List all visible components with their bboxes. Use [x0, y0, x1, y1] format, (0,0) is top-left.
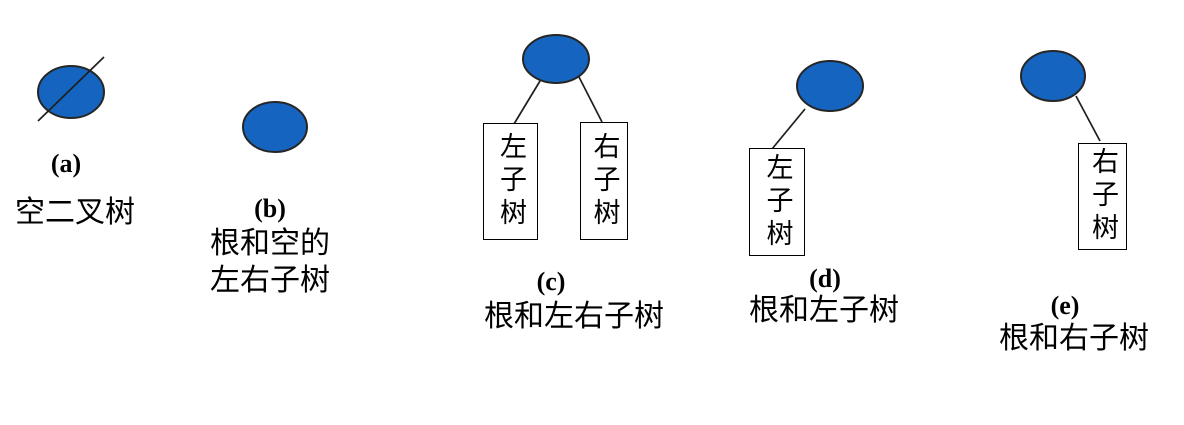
caption-b-line1: 根和空的: [210, 227, 330, 260]
left-subtree-box-d-text: 左子树: [762, 152, 793, 252]
edge-c-right: [578, 76, 603, 123]
edge-e-right: [1075, 95, 1101, 142]
caption-e: 根和右子树: [999, 322, 1149, 355]
left-subtree-box-c: 左子树: [483, 123, 538, 240]
edge-d-left: [771, 108, 806, 150]
tree-node-d: [796, 60, 864, 112]
group-c-shapes: [513, 34, 603, 125]
label-b: (b): [254, 194, 286, 223]
left-subtree-box-d: 左子树: [749, 148, 805, 256]
label-c: (c): [536, 267, 566, 296]
label-d: (d): [809, 264, 841, 293]
right-subtree-box-e-text: 右子树: [1088, 147, 1118, 246]
tree-node-b: [242, 101, 308, 153]
tree-node-e: [1020, 50, 1086, 102]
null-slash-icon: [37, 56, 105, 122]
right-subtree-box-e: 右子树: [1078, 143, 1127, 250]
label-a: (a): [50, 149, 82, 178]
group-d-shapes: [771, 60, 864, 150]
caption-c: 根和左右子树: [484, 300, 664, 333]
edge-c-left: [513, 80, 541, 125]
left-subtree-box-c-text: 左子树: [496, 132, 526, 231]
label-e: (e): [1050, 291, 1080, 320]
tree-node-a: [37, 65, 105, 119]
caption-b-line2: 左右子树: [210, 264, 330, 297]
caption-d: 根和左子树: [749, 294, 899, 327]
right-subtree-box-c-text: 右子树: [589, 131, 620, 231]
group-e-shapes: [1020, 50, 1101, 142]
group-b-shapes: [242, 101, 308, 153]
tree-node-c: [522, 34, 590, 84]
group-a-shapes: [37, 56, 105, 122]
caption-a: 空二叉树: [15, 196, 135, 229]
right-subtree-box-c: 右子树: [580, 122, 628, 240]
